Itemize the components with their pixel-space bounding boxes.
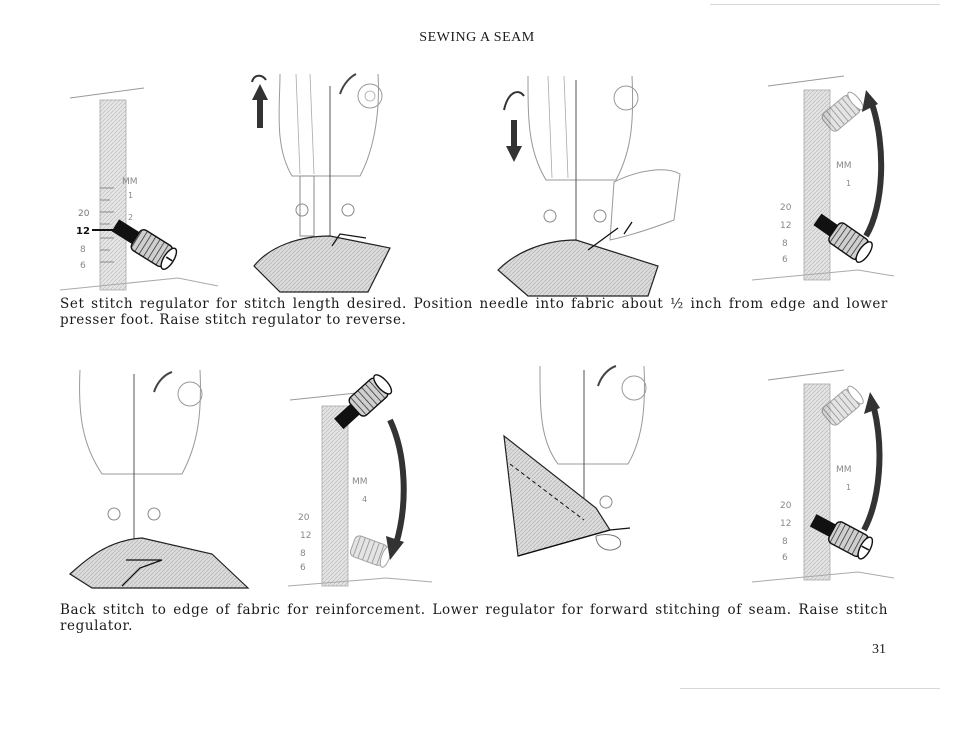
scale-label-20: 20	[780, 501, 792, 511]
mm-label: MM	[836, 465, 852, 475]
curved-arrow-up-icon	[861, 392, 883, 532]
scale-label-6: 6	[80, 261, 86, 271]
mm-label: MM	[836, 161, 852, 171]
curved-arrow-down-icon	[386, 418, 407, 560]
regulator-knob-icon	[813, 213, 873, 264]
arrow-down-icon	[506, 120, 522, 162]
scale-label-12: 12	[780, 519, 791, 529]
scan-edge-rule	[710, 4, 940, 5]
scale-label-20: 20	[78, 209, 90, 219]
scale-label-12: 12	[300, 531, 311, 541]
figure-needle-lowered	[497, 75, 681, 297]
regulator-knob-icon	[809, 514, 874, 560]
page-number: 31	[872, 642, 886, 657]
scale-label-20: 20	[298, 513, 310, 523]
scale-label-6: 6	[782, 553, 788, 563]
regulator-knob-icon	[111, 219, 178, 270]
mm-label: MM	[352, 477, 368, 487]
caption-top: Set stitch regulator for stitch length d…	[60, 296, 888, 328]
scale-label-6: 6	[300, 563, 306, 573]
scan-edge-rule-bottom	[680, 688, 940, 689]
scale-label-12: 12	[780, 221, 791, 231]
tick-label-2: 2	[128, 213, 133, 222]
curved-arrow-up-icon	[862, 90, 885, 238]
scale-label-12: 12	[76, 226, 90, 237]
scale-label-8: 8	[300, 549, 306, 559]
mm-label: MM	[122, 177, 138, 187]
tick-label-1: 1	[128, 191, 133, 200]
figure-regulator-lower: MM 4 20 12 8 6	[287, 374, 433, 587]
scale-label-20: 20	[780, 203, 792, 213]
figure-regulator-set: MM 1 2 20 12 8 6	[59, 87, 219, 291]
figure-needle-raised	[251, 73, 391, 293]
caption-bottom: Back stitch to edge of fabric for reinfo…	[60, 602, 888, 634]
figure-regulator-raise: MM 1 20 12 8 6	[751, 369, 895, 583]
scale-label-8: 8	[80, 245, 86, 255]
regulator-knob-icon	[334, 374, 393, 430]
tick-label-1: 1	[846, 179, 851, 188]
arrow-up-icon	[252, 84, 268, 128]
figure-regulator-reverse: MM 1 20 12 8 6	[751, 75, 895, 281]
page-title: SEWING A SEAM	[419, 30, 535, 45]
scale-label-8: 8	[782, 537, 788, 547]
figure-forward-stitching	[503, 365, 647, 557]
tick-label-4: 4	[362, 495, 367, 504]
scale-label-8: 8	[782, 239, 788, 249]
scale-label-6: 6	[782, 255, 788, 265]
tick-label-1: 1	[846, 483, 851, 492]
figure-back-stitch	[69, 369, 250, 589]
